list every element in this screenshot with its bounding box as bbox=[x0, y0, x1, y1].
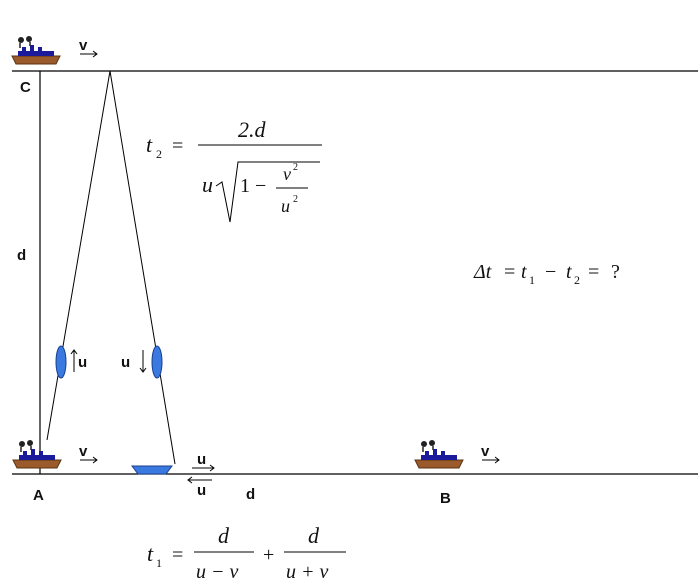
svg-text:1: 1 bbox=[156, 556, 162, 570]
svg-text:+: + bbox=[263, 544, 274, 566]
svg-text:2: 2 bbox=[574, 273, 580, 287]
ship-c-velocity-label: v bbox=[79, 37, 88, 54]
ship-a-velocity-label: v bbox=[79, 443, 88, 460]
svg-text:t: t bbox=[521, 261, 527, 283]
svg-text:v: v bbox=[283, 164, 291, 184]
svg-text:u + v: u + v bbox=[286, 561, 328, 583]
svg-text:Δt: Δt bbox=[473, 261, 492, 283]
svg-text:=: = bbox=[172, 544, 183, 566]
ship-a bbox=[12, 439, 62, 469]
svg-text:1: 1 bbox=[529, 273, 535, 287]
formula-t1: t 1 = d u − v + d u + v bbox=[147, 523, 346, 583]
svg-text:2: 2 bbox=[293, 162, 298, 173]
boat-down-icon bbox=[151, 345, 163, 379]
svg-text:=: = bbox=[588, 261, 599, 283]
distance-horizontal-label: d bbox=[246, 486, 255, 503]
formula-delta-t: Δt = t 1 − t 2 = ? bbox=[473, 261, 620, 287]
water-boat-icon bbox=[131, 465, 173, 475]
svg-text:t: t bbox=[147, 541, 154, 566]
svg-text:u: u bbox=[202, 172, 213, 197]
svg-text:=: = bbox=[172, 135, 183, 157]
ship-c bbox=[11, 35, 61, 65]
svg-text:t: t bbox=[146, 132, 153, 157]
ship-b-velocity-label: v bbox=[481, 443, 490, 460]
svg-text:=: = bbox=[504, 261, 515, 283]
path-down-line bbox=[109, 70, 176, 465]
svg-text:t: t bbox=[566, 261, 572, 283]
svg-text:2.d: 2.d bbox=[238, 117, 267, 142]
point-c-label: C bbox=[20, 79, 31, 96]
boat-up-icon bbox=[55, 345, 67, 379]
svg-text:u − v: u − v bbox=[196, 561, 238, 583]
svg-text:1 −: 1 − bbox=[240, 175, 266, 197]
point-b-label: B bbox=[440, 490, 451, 507]
distance-vertical-label: d bbox=[17, 247, 26, 264]
svg-text:2: 2 bbox=[156, 147, 162, 161]
svg-text:−: − bbox=[545, 261, 556, 283]
point-a-label: A bbox=[33, 487, 44, 504]
formula-t2: t 2 = 2.d u 1 − v 2 u 2 bbox=[146, 117, 322, 223]
svg-text:u: u bbox=[281, 196, 290, 216]
water-right-velocity-label: u bbox=[197, 451, 206, 468]
ship-b bbox=[414, 439, 464, 469]
water-left-velocity-label: u bbox=[197, 482, 206, 499]
path-up-line bbox=[46, 70, 111, 441]
svg-text:d: d bbox=[308, 523, 320, 548]
boat-up-velocity-label: u bbox=[78, 354, 87, 371]
svg-text:d: d bbox=[218, 523, 230, 548]
svg-text:2: 2 bbox=[293, 194, 298, 205]
boat-down-velocity-label: u bbox=[121, 354, 130, 371]
svg-text:?: ? bbox=[611, 261, 620, 283]
